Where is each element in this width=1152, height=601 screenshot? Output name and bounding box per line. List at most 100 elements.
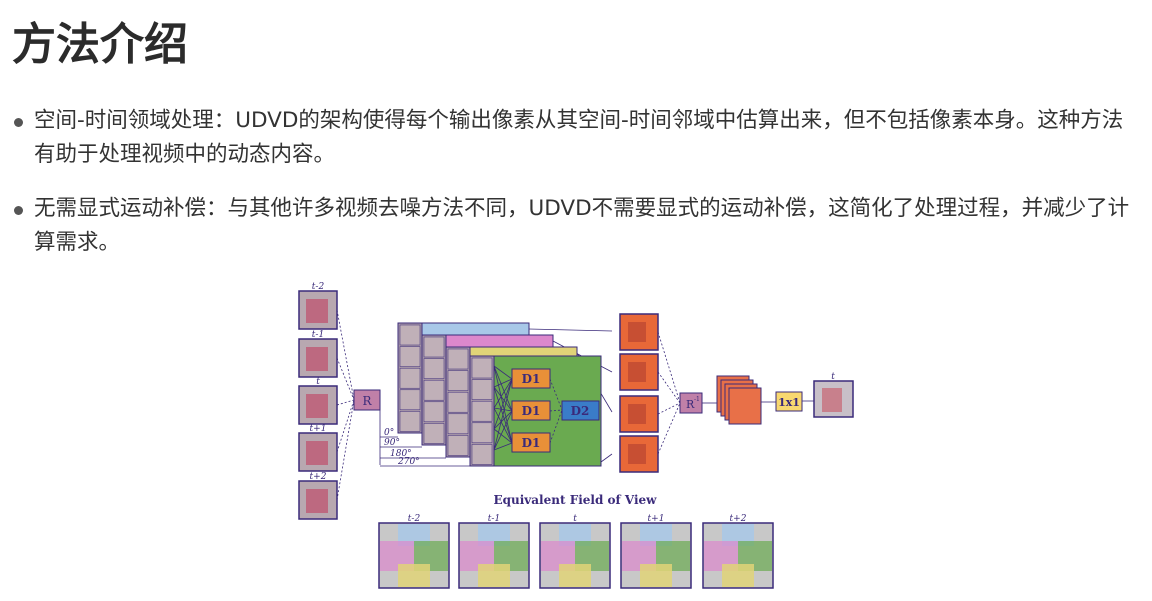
connector-line [493, 428, 513, 444]
fov-frame-label: t+1 [648, 514, 665, 524]
fov-region-blue [722, 524, 754, 546]
rotated-frame [399, 346, 421, 367]
d1-label: D1 [522, 436, 541, 450]
rotated-frame [447, 370, 469, 391]
output-frame-label: t [831, 372, 835, 382]
merged-feature-map [728, 387, 762, 425]
connector-line [493, 410, 513, 430]
input-frame-content [306, 489, 328, 513]
fov-frame-label: t+2 [730, 514, 747, 524]
rotated-frame [471, 379, 493, 400]
inverse-rotate-label: R [686, 398, 695, 411]
input-frame-content [306, 394, 328, 418]
connector-line [493, 410, 513, 451]
angle-label: 270° [397, 457, 420, 467]
conv-1x1-box [775, 391, 803, 412]
fov-region-blue [398, 524, 430, 546]
connector-line [493, 378, 513, 409]
inverse-rotate-sup: -1 [694, 396, 700, 403]
fov-title: Equivalent Field of View [493, 493, 657, 507]
connector-line [657, 402, 681, 415]
rotated-frame [399, 367, 421, 389]
input-frame-label: t [316, 377, 320, 387]
rotated-frame [399, 411, 421, 432]
d2-block [561, 400, 600, 421]
connector-line [336, 357, 355, 401]
rotated-frame [447, 413, 469, 435]
rotated-frame [447, 391, 469, 413]
rotated-frame [399, 389, 421, 411]
bullet-dot [14, 206, 23, 215]
fov-region-yellow [559, 564, 591, 587]
input-frame [298, 338, 338, 378]
rotate-label: R [362, 394, 372, 408]
fov-region-blue [478, 524, 510, 546]
connector-line [493, 365, 513, 444]
bullet-dot [14, 118, 23, 127]
rotated-frame [471, 422, 493, 444]
branch-output-content [628, 362, 646, 382]
connector-line [493, 407, 513, 412]
input-frame-content [306, 441, 328, 465]
input-frame-content [306, 347, 328, 371]
fov-frame-label: t-1 [488, 514, 500, 524]
connector-line [657, 331, 681, 404]
rotated-frame [471, 357, 493, 379]
connector-line [549, 409, 563, 444]
d2-label: D2 [571, 404, 590, 418]
branch-output-content [628, 404, 646, 424]
angle-label: 0° [384, 428, 394, 438]
angle-label: 180° [390, 449, 412, 459]
connector-line [336, 399, 355, 501]
connector-line [493, 442, 513, 451]
input-frame-label: t-2 [312, 282, 325, 292]
rotated-frame [471, 400, 493, 422]
fov-region-blue [559, 524, 591, 546]
fov-region-blue [640, 524, 672, 546]
bullet-item: 无需显式运动补偿：与其他许多视频去噪方法不同，UDVD不需要显式的运动补偿，这简… [14, 192, 1134, 260]
connector-line [528, 328, 613, 332]
angle-label: 90° [384, 438, 400, 448]
connector-line [493, 386, 513, 412]
connector-line [549, 378, 563, 411]
rotated-frame [423, 379, 445, 401]
connector-line [336, 399, 355, 406]
fov-region-yellow [722, 564, 754, 587]
connector-line [493, 378, 513, 388]
bullet-item: 空间-时间领域处理：UDVD的架构使得每个输出像素从其空间-时间邻域中估算出来，… [14, 104, 1134, 172]
connector-line [657, 402, 681, 455]
fov-frame-label: t [573, 514, 577, 524]
bullet-text: 空间-时间领域处理：UDVD的架构使得每个输出像素从其空间-时间邻域中估算出来，… [34, 108, 1124, 167]
rotated-frame [423, 401, 445, 423]
branch-output-content [628, 322, 646, 342]
branch-output-content [628, 444, 646, 464]
connector-line [493, 365, 513, 380]
input-frame-content [306, 299, 328, 323]
conv-1x1-label: 1x1 [778, 396, 800, 409]
input-frame-label: t+2 [310, 472, 327, 482]
connector-line [493, 407, 513, 444]
fov-region-yellow [478, 564, 510, 587]
d1-label: D1 [522, 404, 541, 418]
fov-region-yellow [640, 564, 672, 587]
connector-line [336, 309, 355, 401]
rotated-frame [399, 324, 421, 346]
connector-line [493, 365, 513, 412]
bullet-text: 无需显式运动补偿：与其他许多视频去噪方法不同，UDVD不需要显式的运动补偿，这简… [34, 196, 1130, 255]
rotated-frame [447, 435, 469, 456]
d1-block [511, 400, 551, 421]
connector-line [600, 453, 613, 463]
rotated-frame [423, 336, 445, 358]
connector-line [336, 399, 355, 453]
connector-line [493, 386, 513, 444]
connector-line [657, 371, 681, 404]
rotated-frame [471, 444, 493, 465]
fov-region-yellow [398, 564, 430, 587]
fov-frame-label: t-2 [408, 514, 421, 524]
rotated-frame [447, 348, 469, 370]
input-frame-label: t-1 [312, 330, 324, 340]
d1-label: D1 [522, 372, 541, 386]
input-frame-label: t+1 [310, 424, 327, 434]
d1-block [511, 368, 551, 389]
